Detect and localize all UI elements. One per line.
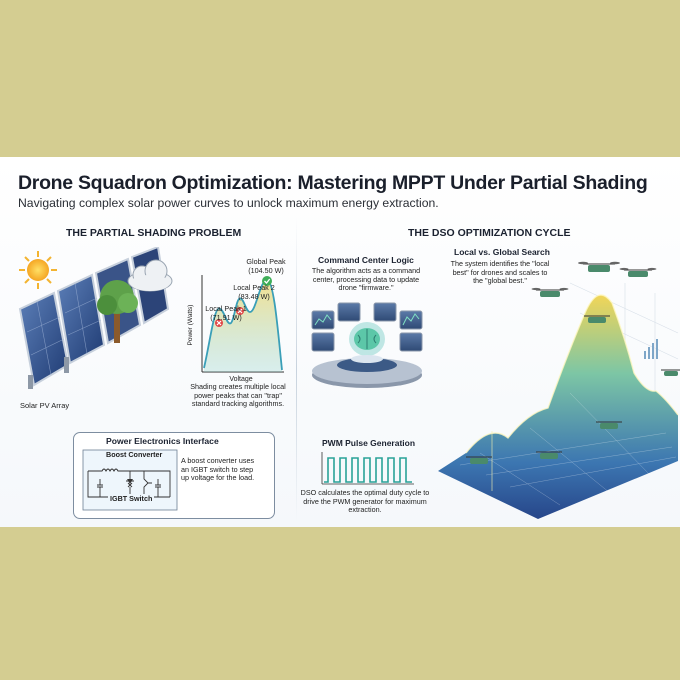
trap-marker-icon (236, 307, 244, 315)
check-marker-icon (262, 276, 272, 286)
cloud-icon (127, 259, 173, 292)
pv-array-label: Solar PV Array (20, 401, 70, 410)
local-peak-1-label: Local Peak 1 (71.91 W) (205, 304, 247, 322)
chart-xlabel: Voltage (229, 376, 252, 383)
bar-chart-icon (644, 339, 658, 359)
partial-shading-heading: THE PARTIAL SHADING PROBLEM (66, 227, 242, 239)
page-subtitle: Navigating complex solar power curves to… (18, 196, 439, 210)
dso-cycle-heading: THE DSO OPTIMIZATION CYCLE (408, 227, 571, 239)
power-curve-area (204, 279, 282, 372)
local-peak-2-label: Local Peak 2 (83.48 W) (233, 283, 275, 301)
global-peak-label: Global Peak (104.50 W) (246, 257, 286, 275)
power-electronics-description: A boost converter uses an IGBT switch to… (181, 456, 255, 483)
brain-icon (349, 322, 385, 356)
chart-ylabel: Power (Watts) (187, 305, 194, 346)
command-center-illustration (311, 302, 423, 388)
monitor-icon (311, 302, 423, 352)
search-landscape-illustration (438, 261, 680, 519)
search-text: The system identifies the "local best" f… (450, 259, 550, 286)
chart-caption: Shading creates multiple local power pea… (190, 382, 286, 409)
page-title: Drone Squadron Optimization: Mastering M… (18, 172, 648, 194)
drone-icon (596, 421, 622, 429)
igbt-switch-label: IGBT Switch (108, 494, 155, 503)
drone-icon (536, 451, 562, 459)
boost-converter-label: Boost Converter (106, 450, 163, 459)
tree-icon (97, 280, 138, 343)
command-center-text: The algorithm acts as a command center, … (311, 266, 421, 293)
search-title: Local vs. Global Search (454, 247, 550, 257)
infographic-card: Drone Squadron Optimization: Mastering M… (0, 157, 680, 527)
pwm-waveform (321, 452, 414, 485)
sun-icon (19, 251, 57, 289)
drone-icon (619, 267, 657, 277)
trap-marker-icon (215, 319, 223, 327)
command-center-title: Command Center Logic (318, 255, 414, 265)
drone-icon (466, 456, 492, 464)
section-divider (296, 217, 297, 522)
pwm-title: PWM Pulse Generation (322, 438, 416, 448)
fitness-landscape (438, 295, 678, 519)
drone-icon (584, 315, 610, 323)
power-voltage-chart: Power (Watts) Voltage (187, 275, 284, 383)
inductor-icon (88, 468, 171, 497)
solar-array-illustration (18, 247, 173, 389)
power-electronics-title: Power Electronics Interface (106, 436, 219, 446)
diode-icon (127, 479, 133, 484)
drone-icon (661, 369, 680, 376)
pwm-text: DSO calculates the optimal duty cycle to… (300, 488, 430, 515)
drone-icon (578, 261, 620, 272)
drone-icon (531, 287, 569, 297)
